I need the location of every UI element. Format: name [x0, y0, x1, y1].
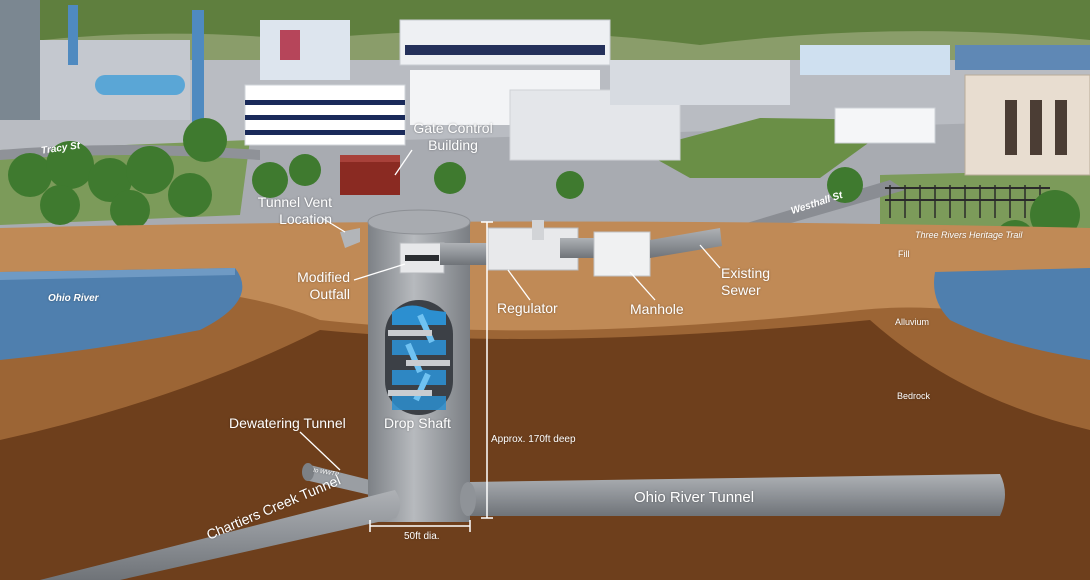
dewatering-tunnel-label: Dewatering Tunnel: [229, 415, 346, 431]
parking-garage: [399, 19, 611, 66]
plant-building: [260, 20, 350, 80]
blue-pipes: [95, 75, 185, 95]
chartiers-creek-tunnel: [40, 490, 401, 580]
diameter-dimension: [369, 520, 471, 532]
ohio-river-tunnel-label: Ohio River Tunnel: [634, 489, 755, 506]
ohio-river-left: [0, 268, 243, 360]
drop-shaft-opening: [385, 300, 453, 415]
building-stripe: [245, 130, 405, 135]
river-right: [934, 268, 1090, 360]
building-stripe: [245, 115, 405, 120]
gate-control-roof: [340, 155, 400, 162]
drop-shaft-top: [367, 209, 471, 235]
bedrock-label: Bedrock: [897, 391, 931, 401]
red-panel: [280, 30, 300, 60]
fence-posts: [889, 185, 1041, 218]
ohio-river-tunnel: [470, 474, 1005, 516]
ohio-river-label: Ohio River: [48, 293, 99, 304]
drop-shaft-label: Drop Shaft: [384, 415, 451, 431]
arch-window: [1055, 100, 1067, 155]
westhall-street-road: [740, 180, 905, 232]
blue-building: [800, 45, 950, 75]
depth-dimension: [481, 221, 493, 519]
garage-stripe: [405, 45, 605, 55]
gate-control-building: [340, 160, 400, 195]
fill-label: Fill: [898, 249, 910, 259]
blue-building-far: [955, 45, 1090, 70]
steel-tower-right: [192, 10, 204, 130]
building-stripe: [245, 100, 405, 105]
regulator-pipe: [560, 238, 600, 258]
dewatering-tunnel-end: [302, 463, 314, 481]
diameter-label: 50ft dia.: [404, 531, 440, 542]
leader-lines: [299, 149, 721, 471]
dewatering-tunnel: [305, 465, 370, 495]
regulator-label: Regulator: [497, 300, 558, 316]
arch-window: [1005, 100, 1017, 155]
manhole-structure: [593, 231, 651, 277]
ohio-river-tunnel-end: [460, 482, 476, 516]
small-building: [834, 107, 936, 144]
tunnel-vent: [340, 228, 360, 248]
outfall-slot: [405, 255, 439, 261]
existing-sewer-pipe: [650, 228, 722, 258]
arch-window: [1030, 100, 1042, 155]
stone-building: [964, 74, 1090, 176]
regulator-riser: [532, 220, 544, 240]
smokestack-building: [0, 0, 40, 120]
depth-label: Approx. 170ft deep: [491, 434, 576, 445]
manhole-label: Manhole: [630, 301, 684, 317]
heritage-trail-label: Three Rivers Heritage Trail: [915, 230, 1023, 240]
fence: [885, 187, 1050, 201]
shaft-baffles: [388, 330, 450, 396]
river-surface-left: [0, 268, 235, 280]
alluvium-label: Alluvium: [895, 317, 930, 327]
long-warehouse: [610, 60, 790, 105]
steel-tower-left: [68, 5, 78, 65]
vortex-water: [392, 305, 446, 410]
